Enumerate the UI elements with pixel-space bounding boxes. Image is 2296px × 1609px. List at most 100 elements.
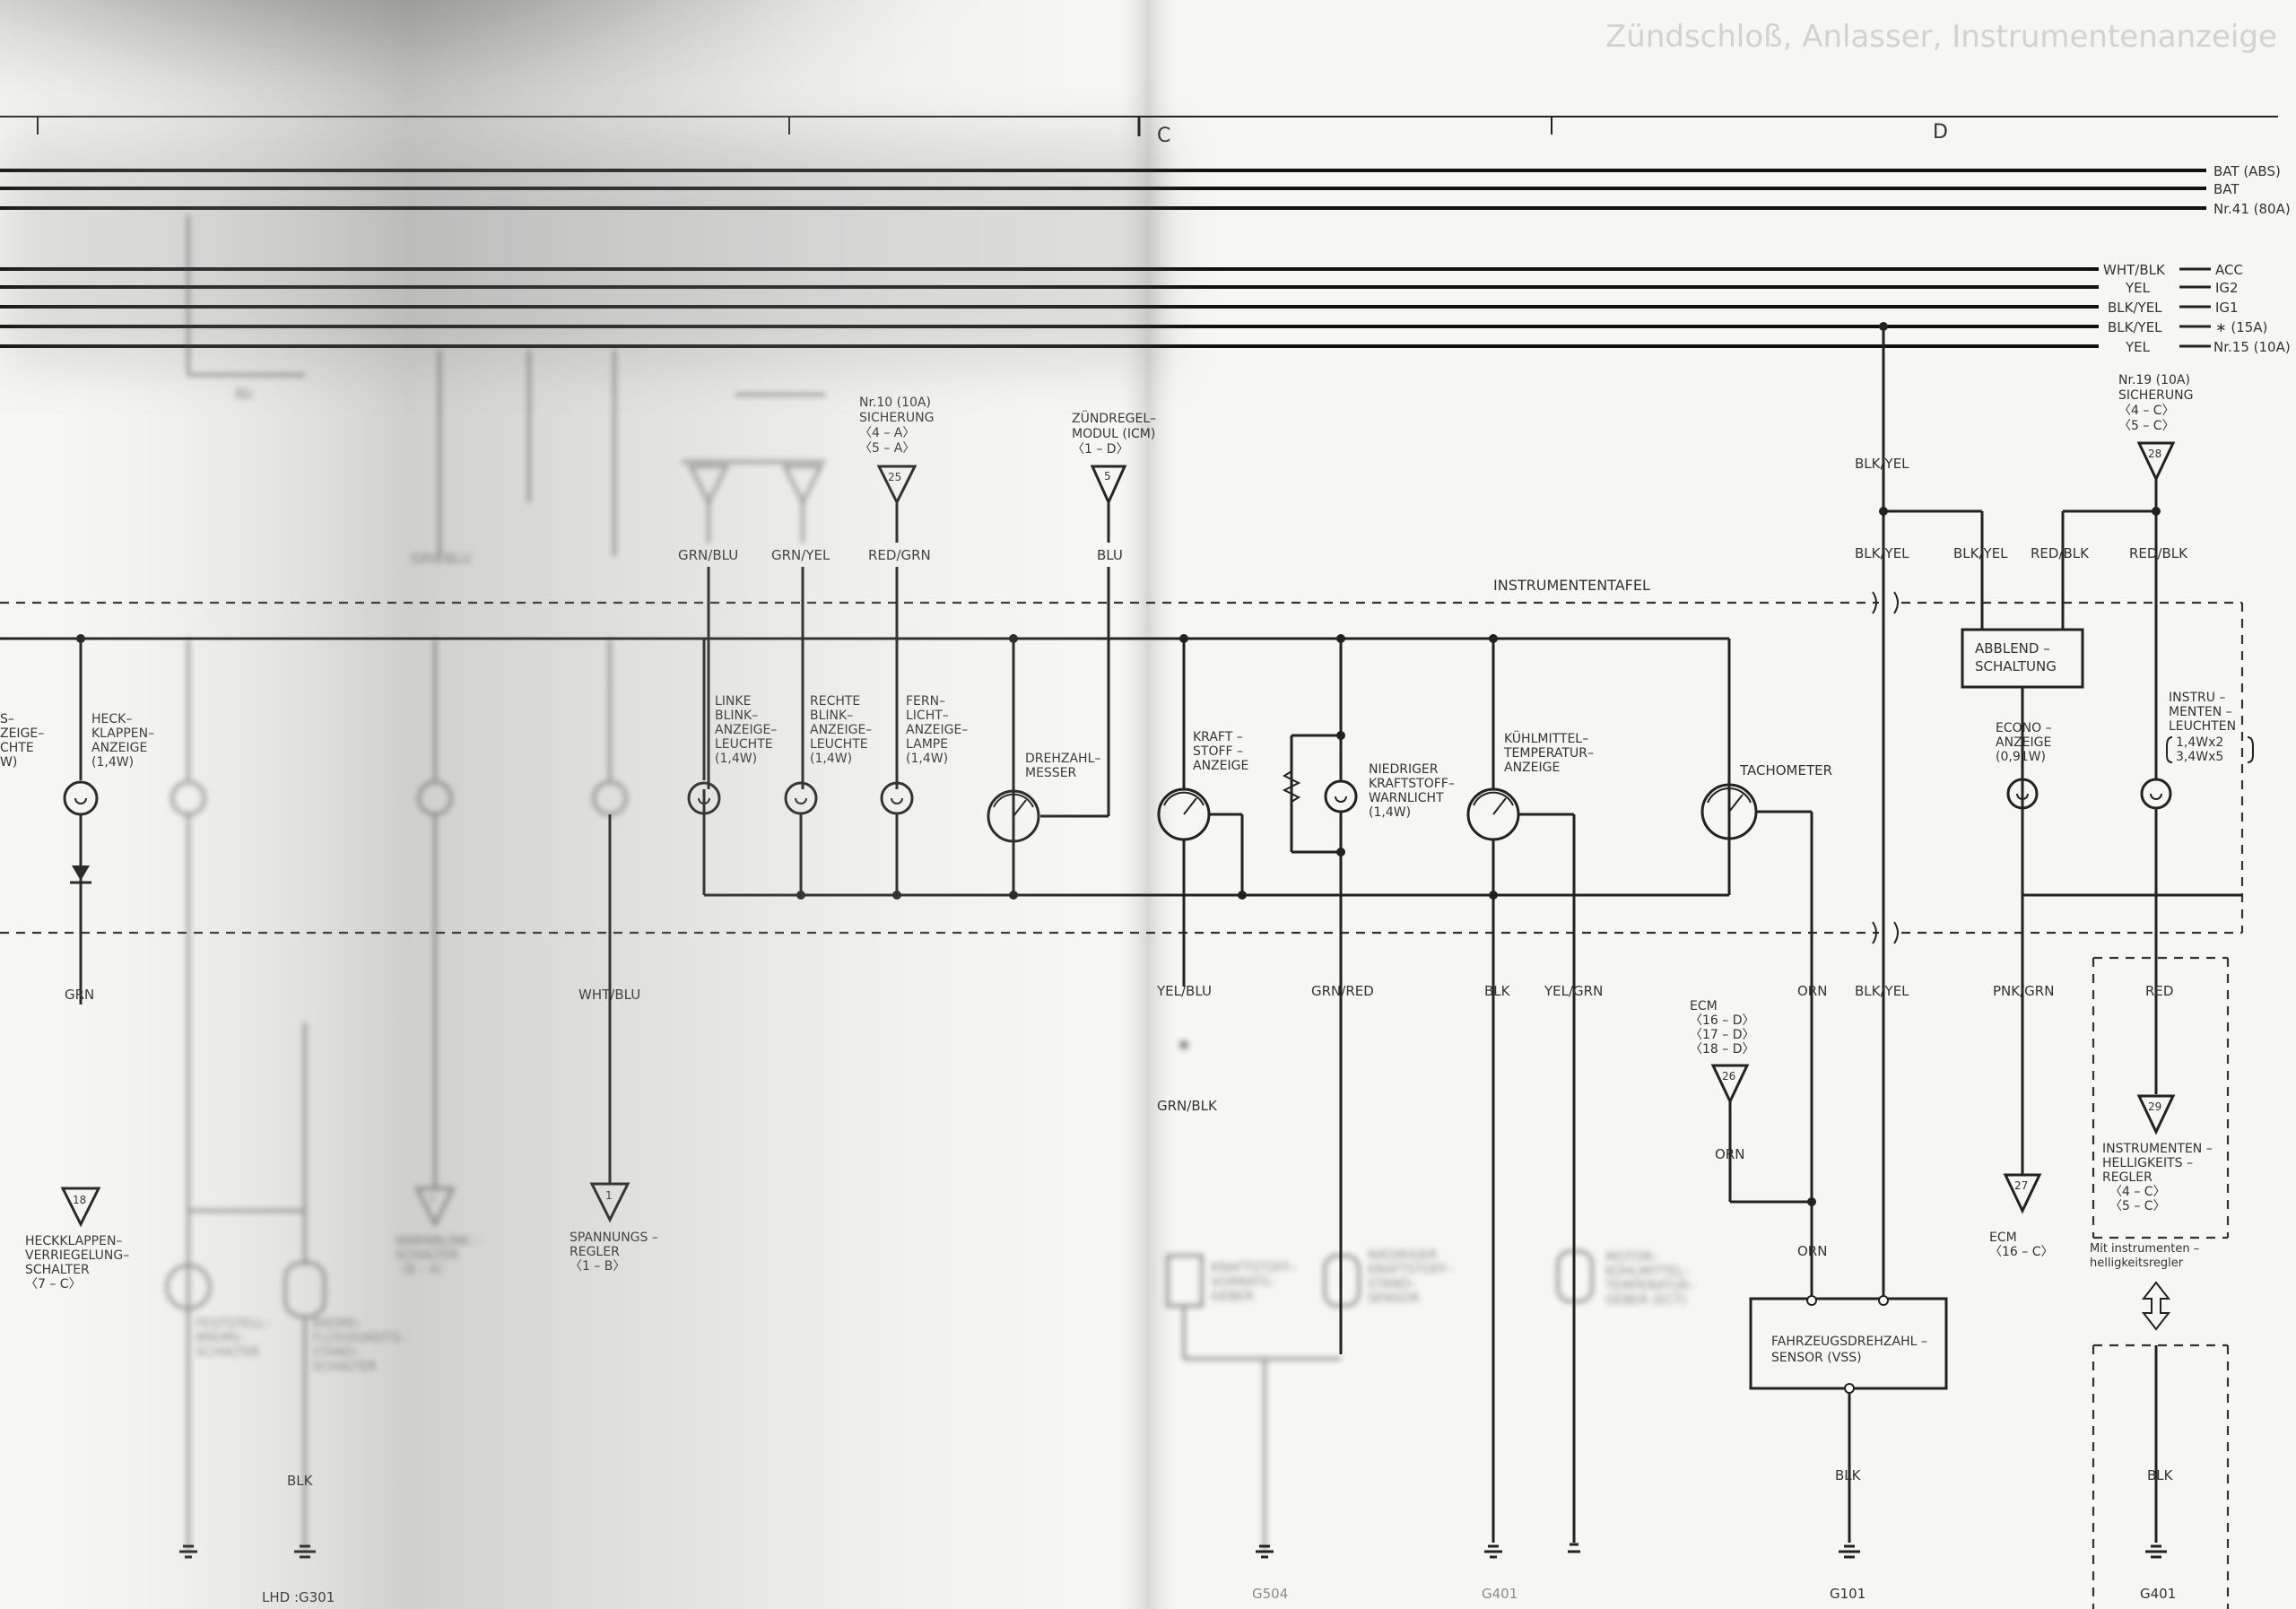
svg-text:(0,91W): (0,91W) xyxy=(1996,750,2046,764)
svg-text:KRAFTSTOFF–: KRAFTSTOFF– xyxy=(1368,1263,1454,1277)
svg-text:ZEIGE–: ZEIGE– xyxy=(0,726,44,741)
ground-icon xyxy=(1568,1543,1580,1553)
svg-text:ANZEIGE–: ANZEIGE– xyxy=(810,723,872,737)
svg-text:PNK/GRN: PNK/GRN xyxy=(1993,983,2054,999)
svg-text:CHTE: CHTE xyxy=(0,741,34,755)
svg-text:SCHALTUNG: SCHALTUNG xyxy=(1975,658,2057,674)
svg-text:RED/BLK: RED/BLK xyxy=(2129,545,2188,561)
svg-text:KÜHLMITTEL–: KÜHLMITTEL– xyxy=(1605,1263,1690,1279)
svg-text:DREHZAHL–: DREHZAHL– xyxy=(1025,752,1100,766)
svg-text:5: 5 xyxy=(1104,470,1111,483)
bus-ig2-wire: YEL xyxy=(2125,280,2151,296)
svg-text:26: 26 xyxy=(1722,1070,1735,1083)
instrumenten-leuchten: INSTRU – MENTEN – LEUCHTEN 1,4Wx2 3,4Wx5 xyxy=(2140,691,2254,1094)
svg-text:FLÜSSIGKEITS–: FLÜSSIGKEITS– xyxy=(312,1329,406,1345)
svg-text:SENSOR: SENSOR xyxy=(1368,1292,1420,1306)
ground-icon xyxy=(2145,1544,2167,1559)
wire-grn-blu: GRN/BLU xyxy=(678,547,738,563)
svg-text:27: 27 xyxy=(2014,1179,2028,1192)
svg-text:BLK: BLK xyxy=(1484,983,1511,999)
svg-text:(1,4W): (1,4W) xyxy=(91,755,134,770)
svg-text:BLINK–: BLINK– xyxy=(810,709,853,723)
svg-text:MESSER: MESSER xyxy=(1025,766,1077,780)
svg-text:(1,4W): (1,4W) xyxy=(1369,805,1411,820)
svg-text:ZÜNDREGEL–: ZÜNDREGEL– xyxy=(1072,410,1156,426)
svg-text:BLINK–: BLINK– xyxy=(715,709,758,723)
svg-text:SICHERUNG: SICHERUNG xyxy=(859,411,934,425)
svg-text:HECKKLAPPEN–: HECKKLAPPEN– xyxy=(25,1234,122,1248)
svg-text:ANZEIGE: ANZEIGE xyxy=(91,741,147,755)
abblend-section: BLK/YEL BLK/YEL BLK/YEL RED/BLK RED/BLK … xyxy=(1855,322,2242,1300)
niedriger-warnlicht: NIEDRIGER KRAFTSTOFF– WARNLICHT (1,4W) xyxy=(1282,639,1455,1354)
svg-text:TEMPERATUR–: TEMPERATUR– xyxy=(1605,1279,1695,1293)
svg-text:〈4 – C〉: 〈4 – C〉 xyxy=(2118,404,2175,418)
svg-text:KRAFTSTOFF–: KRAFTSTOFF– xyxy=(1211,1261,1297,1275)
svg-text:SPANNUNGS –: SPANNUNGS – xyxy=(570,1231,658,1245)
svg-text:ANZEIGE: ANZEIGE xyxy=(1193,759,1248,773)
bus-nr15-wire: YEL xyxy=(2125,339,2151,355)
svg-text:INSTRU –: INSTRU – xyxy=(2169,691,2225,705)
svg-text:RED: RED xyxy=(2145,983,2173,999)
svg-text:ANZEIGE: ANZEIGE xyxy=(1996,735,2051,750)
svg-text:GRN/RED: GRN/RED xyxy=(1311,983,1374,999)
svg-text:7: 7 xyxy=(429,1194,436,1206)
svg-text:Nr.10 (10A): Nr.10 (10A) xyxy=(859,396,931,410)
svg-text:STAND–: STAND– xyxy=(1368,1277,1416,1292)
svg-text:W): W) xyxy=(0,755,17,770)
bus-ig2: IG2 xyxy=(2215,280,2239,296)
ecm-connector-27: 27 ECM 〈16 – C〉 xyxy=(1989,1173,2054,1259)
bus-bat: BAT xyxy=(2213,181,2239,197)
ground-g401b: G401 xyxy=(2140,1586,2176,1602)
svg-text:LEUCHTE: LEUCHTE xyxy=(810,737,868,752)
ecm-connector-26: ECM 〈16 – D〉 〈17 – D〉 〈18 – D〉 26 xyxy=(1690,999,1816,1206)
svg-text:1: 1 xyxy=(605,1189,613,1202)
svg-text:ANZEIGE–: ANZEIGE– xyxy=(715,723,777,737)
tachometer: TACHOMETER xyxy=(1700,762,1832,1300)
fuel-sensors: KRAFTSTOFF– VORRATS– GEBER NIEDRIGER KRA… xyxy=(1166,1040,1454,1552)
either-or-arrow-icon xyxy=(2141,1281,2171,1331)
bus-ig1: IG1 xyxy=(2215,300,2239,316)
svg-text:ECM: ECM xyxy=(1690,999,1718,1013)
bus-bat-abs: BAT (ABS) xyxy=(2213,163,2281,179)
svg-text:〈5 – C〉: 〈5 – C〉 xyxy=(2109,1199,2166,1213)
svg-text:18: 18 xyxy=(73,1194,86,1206)
svg-text:INSTRUMENTEN –: INSTRUMENTEN – xyxy=(2102,1142,2213,1156)
svg-text:FERN–: FERN– xyxy=(906,694,945,709)
svg-text:ANZEIGE–: ANZEIGE– xyxy=(906,723,968,737)
svg-text:BREMS–: BREMS– xyxy=(312,1317,362,1331)
svg-text:STOFF –: STOFF – xyxy=(1193,744,1243,759)
svg-text:ABBLEND –: ABBLEND – xyxy=(1975,640,2050,657)
svg-text:BLK/YEL: BLK/YEL xyxy=(1855,983,1909,999)
ground-g101: G101 xyxy=(1830,1586,1866,1602)
svg-text:helligkeitsregler: helligkeitsregler xyxy=(2090,1257,2184,1270)
svg-text:TACHOMETER: TACHOMETER xyxy=(1739,762,1832,778)
bus-star-wire: BLK/YEL xyxy=(2108,319,2162,335)
svg-text:MODUL (ICM): MODUL (ICM) xyxy=(1072,427,1155,441)
svg-text:FESTSTELL–: FESTSTELL– xyxy=(196,1317,270,1331)
ground-g301: LHD :G301 xyxy=(262,1589,335,1605)
svg-text:HECK–: HECK– xyxy=(91,712,132,726)
svg-text:(1,4W): (1,4W) xyxy=(715,752,757,766)
svg-text:SCHALTER: SCHALTER xyxy=(196,1345,260,1360)
bus-star: ∗ (15A) xyxy=(2215,319,2267,335)
svg-text:〈4 – C〉: 〈4 – C〉 xyxy=(2109,1185,2166,1199)
svg-text:〈16 – D〉: 〈16 – D〉 xyxy=(1690,1013,1755,1028)
svg-text:GRN/BLK: GRN/BLK xyxy=(1157,1098,1218,1114)
svg-text:ORN: ORN xyxy=(1797,1243,1827,1259)
ground-icon xyxy=(1484,1544,1502,1559)
svg-text:STAND–: STAND– xyxy=(312,1345,361,1360)
svg-text:KRAFT –: KRAFT – xyxy=(1193,730,1243,744)
svg-text:〈17 – D〉: 〈17 – D〉 xyxy=(1690,1028,1755,1042)
svg-text:SENSOR (VSS): SENSOR (VSS) xyxy=(1771,1351,1862,1365)
svg-text:WARNBLINK –: WARNBLINK – xyxy=(395,1234,481,1248)
svg-text:SCHALTER: SCHALTER xyxy=(395,1248,459,1263)
ground-g504: G504 xyxy=(1252,1586,1288,1602)
svg-text:LEUCHTE: LEUCHTE xyxy=(715,737,773,752)
svg-text:〈1 – D〉: 〈1 – D〉 xyxy=(1072,442,1129,457)
svg-text:BLK/YEL: BLK/YEL xyxy=(1855,545,1909,561)
wire-red-grn: RED/GRN xyxy=(868,547,931,563)
svg-text:Mit instrumenten –: Mit instrumenten – xyxy=(2090,1242,2199,1256)
ground-icon xyxy=(1256,1544,1274,1559)
fuse-nr19: Nr.19 (10A) SICHERUNG 〈4 – C〉 〈5 – C〉 28 xyxy=(2118,373,2193,511)
